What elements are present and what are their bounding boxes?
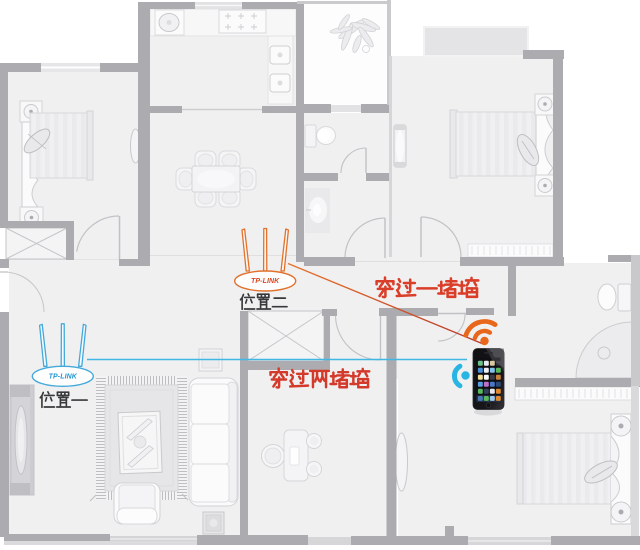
svg-text:TP-LINK: TP-LINK bbox=[251, 278, 280, 285]
svg-text:TP-LINK: TP-LINK bbox=[49, 374, 78, 381]
